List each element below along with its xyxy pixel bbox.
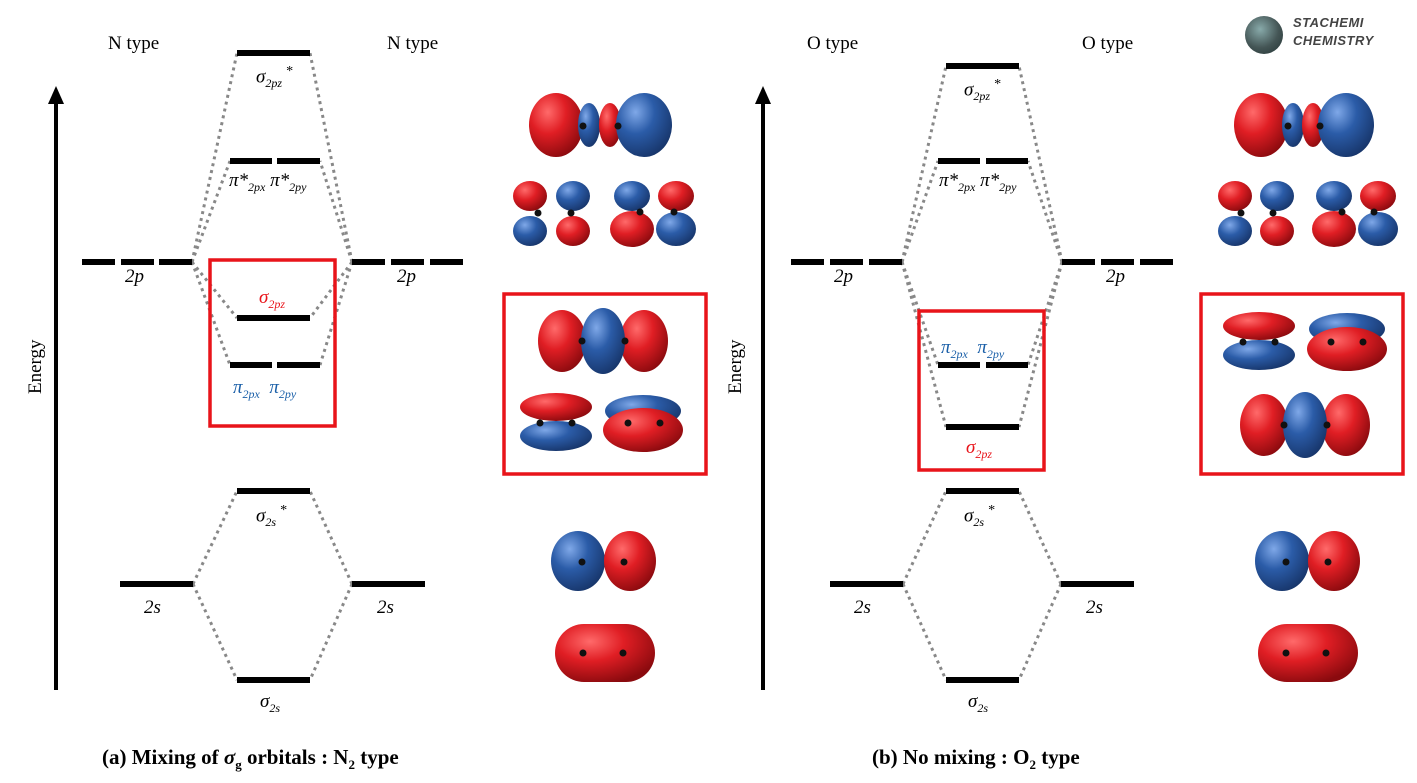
highlight-box-orbitals-a (502, 292, 708, 476)
orbital-sigma-2pz-star-b (1234, 93, 1374, 157)
level-2s-right-b (1061, 581, 1134, 587)
label-sigma-2s-b: σ2s (968, 691, 989, 715)
orbital-pi-y-b (1307, 313, 1387, 371)
level-sigma-2s-star-a (237, 488, 310, 494)
label-pi-star-b: π*2px π*2py (939, 170, 1017, 194)
level-pi-star-x-b (938, 158, 980, 164)
level-sigma-2s-star-b (946, 488, 1019, 494)
left-atom-label-b: O type (807, 33, 859, 54)
level-sigma-2pz-a (237, 315, 310, 321)
level-2p-left-2-b (830, 259, 863, 265)
level-2p-left-3-b (869, 259, 902, 265)
label-sigma-2s-a: σ2s (260, 691, 281, 715)
level-2p-left-3-a (159, 259, 192, 265)
energy-axis-label-a: Energy (25, 339, 46, 394)
label-2s-right-b: 2s (1086, 597, 1103, 618)
caption-b: (b) No mixing : O2 type (872, 745, 1080, 773)
right-atom-label-a: N type (387, 33, 439, 54)
orbital-pi-x-b (1223, 312, 1295, 370)
right-atom-label-b: O type (1082, 33, 1134, 54)
label-sigma-2pz-b: σ2pz (966, 437, 993, 461)
level-2p-right-3-a (430, 259, 463, 265)
label-sigma-2s-star-b: σ2s * (964, 503, 995, 530)
label-2s-right-a: 2s (377, 597, 394, 618)
levels-b (791, 63, 1173, 683)
orbital-pi-y-a (603, 395, 683, 452)
brand-line-2: CHEMISTRY (1293, 33, 1374, 48)
energy-axis-label-b: Energy (725, 339, 746, 394)
level-2s-left-b (830, 581, 903, 587)
highlight-box-levels-b (917, 309, 1046, 472)
orbital-sigma-2pz-star-a (529, 93, 672, 157)
level-2p-left-1-b (791, 259, 824, 265)
level-2p-right-1-a (352, 259, 385, 265)
level-pi-y-a (277, 362, 320, 368)
level-pi-star-x-a (230, 158, 272, 164)
connectors-a (190, 52, 354, 681)
level-sigma-2pz-star-b (946, 63, 1019, 69)
level-sigma-2pz-b (946, 424, 1019, 430)
orbital-pi-star-y-b (1312, 181, 1398, 247)
label-sigma-2pz-a: σ2pz (259, 287, 286, 311)
brand-avatar-icon (1245, 16, 1283, 54)
left-atom-label-a: N type (108, 33, 160, 54)
brand-text: STACHEMI CHEMISTRY (1293, 14, 1374, 50)
level-2s-right-a (352, 581, 425, 587)
label-pi-star-a: π*2px π*2py (229, 170, 307, 194)
energy-arrow-head-b (755, 86, 771, 104)
level-2p-right-2-a (391, 259, 424, 265)
label-pi-a: π2px π2py (233, 377, 297, 401)
label-sigma-2pz-star-b: σ2pz * (964, 77, 1001, 104)
brand-line-1: STACHEMI (1293, 15, 1364, 30)
level-pi-star-y-b (986, 158, 1028, 164)
level-pi-x-b (938, 362, 980, 368)
label-pi-b: π2px π2py (941, 337, 1005, 361)
level-sigma-2s-a (237, 677, 310, 683)
label-2p-right-b: 2p (1106, 266, 1125, 287)
orbital-sigma-2s-a (555, 624, 655, 682)
diagram-b (755, 63, 1405, 690)
label-sigma-2s-star-a: σ2s * (256, 503, 287, 530)
label-2p-left-b: 2p (834, 266, 853, 287)
label-sigma-2pz-star-a: σ2pz * (256, 64, 293, 91)
orbital-pi-star-x-b (1218, 181, 1294, 246)
level-2p-right-2-b (1101, 259, 1134, 265)
orbital-sigma-2pz-b (1240, 392, 1370, 458)
label-2s-left-a: 2s (144, 597, 161, 618)
orbital-pi-star-y-a (610, 181, 696, 247)
label-2s-left-b: 2s (854, 597, 871, 618)
caption-a: (a) Mixing of σg orbitals : N2 type (102, 745, 399, 773)
levels-a (82, 50, 463, 683)
label-2p-right-a: 2p (397, 266, 416, 287)
level-2p-left-1-a (82, 259, 115, 265)
label-2p-left-a: 2p (125, 266, 144, 287)
orbital-sigma-2s-star-b (1255, 531, 1360, 591)
level-sigma-2s-b (946, 677, 1019, 683)
level-2s-left-a (120, 581, 193, 587)
energy-arrow-head-a (48, 86, 64, 104)
orbital-sigma-2s-b (1258, 624, 1358, 682)
level-2p-right-3-b (1140, 259, 1173, 265)
orbital-pi-x-a (520, 393, 592, 451)
connectors-b (900, 65, 1064, 681)
level-sigma-2pz-star-a (237, 50, 310, 56)
level-pi-x-a (230, 362, 272, 368)
level-2p-left-2-a (121, 259, 154, 265)
orbital-sigma-2s-star-a (551, 531, 656, 591)
brand-logo: STACHEMI CHEMISTRY (1245, 14, 1405, 56)
level-pi-y-b (986, 362, 1028, 368)
orbital-sigma-2pz-a (538, 308, 668, 374)
diagram-a (48, 50, 708, 690)
level-2p-right-1-b (1062, 259, 1095, 265)
highlight-box-levels-a (208, 258, 337, 428)
orbital-pi-star-x-a (513, 181, 590, 246)
level-pi-star-y-a (277, 158, 320, 164)
highlight-box-orbitals-b (1199, 292, 1405, 476)
